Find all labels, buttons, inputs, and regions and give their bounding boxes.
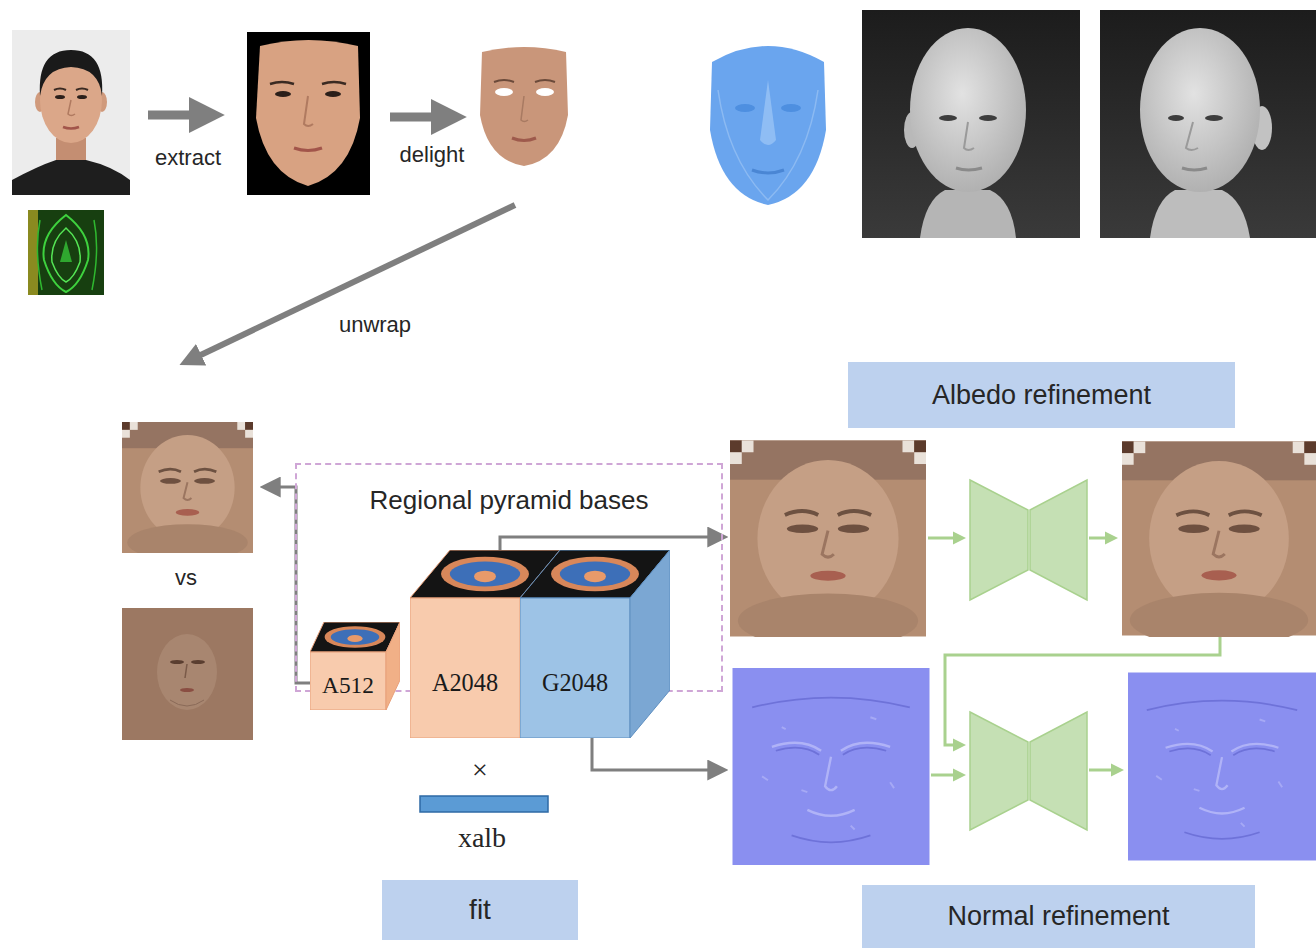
step-box: fit [382,880,578,940]
basis-cube: G2048 [520,550,670,738]
step-box: Normal refinement [862,885,1255,948]
step-label: delight [400,142,465,168]
basis-label: A2048 [410,669,520,697]
basis-group: Regional pyramid basesA512A2048G2048 [295,463,723,692]
step-box: Albedo refinement [848,362,1235,428]
basis-label: A512 [310,672,386,699]
coefficient-label: xalb [458,822,506,854]
node-label: Albedo refinement [932,380,1151,411]
operator-symbol: × [472,754,488,786]
step-label: unwrap [339,312,411,338]
basis-label: G2048 [520,669,630,697]
node-label: Normal refinement [947,901,1169,932]
compare-label: vs [175,565,197,591]
basis-cube: A512 [310,622,400,710]
node-label: Regional pyramid bases [297,485,721,516]
node-label: fit [469,894,491,926]
step-label: extract [155,145,221,171]
cube-shape [520,550,670,738]
